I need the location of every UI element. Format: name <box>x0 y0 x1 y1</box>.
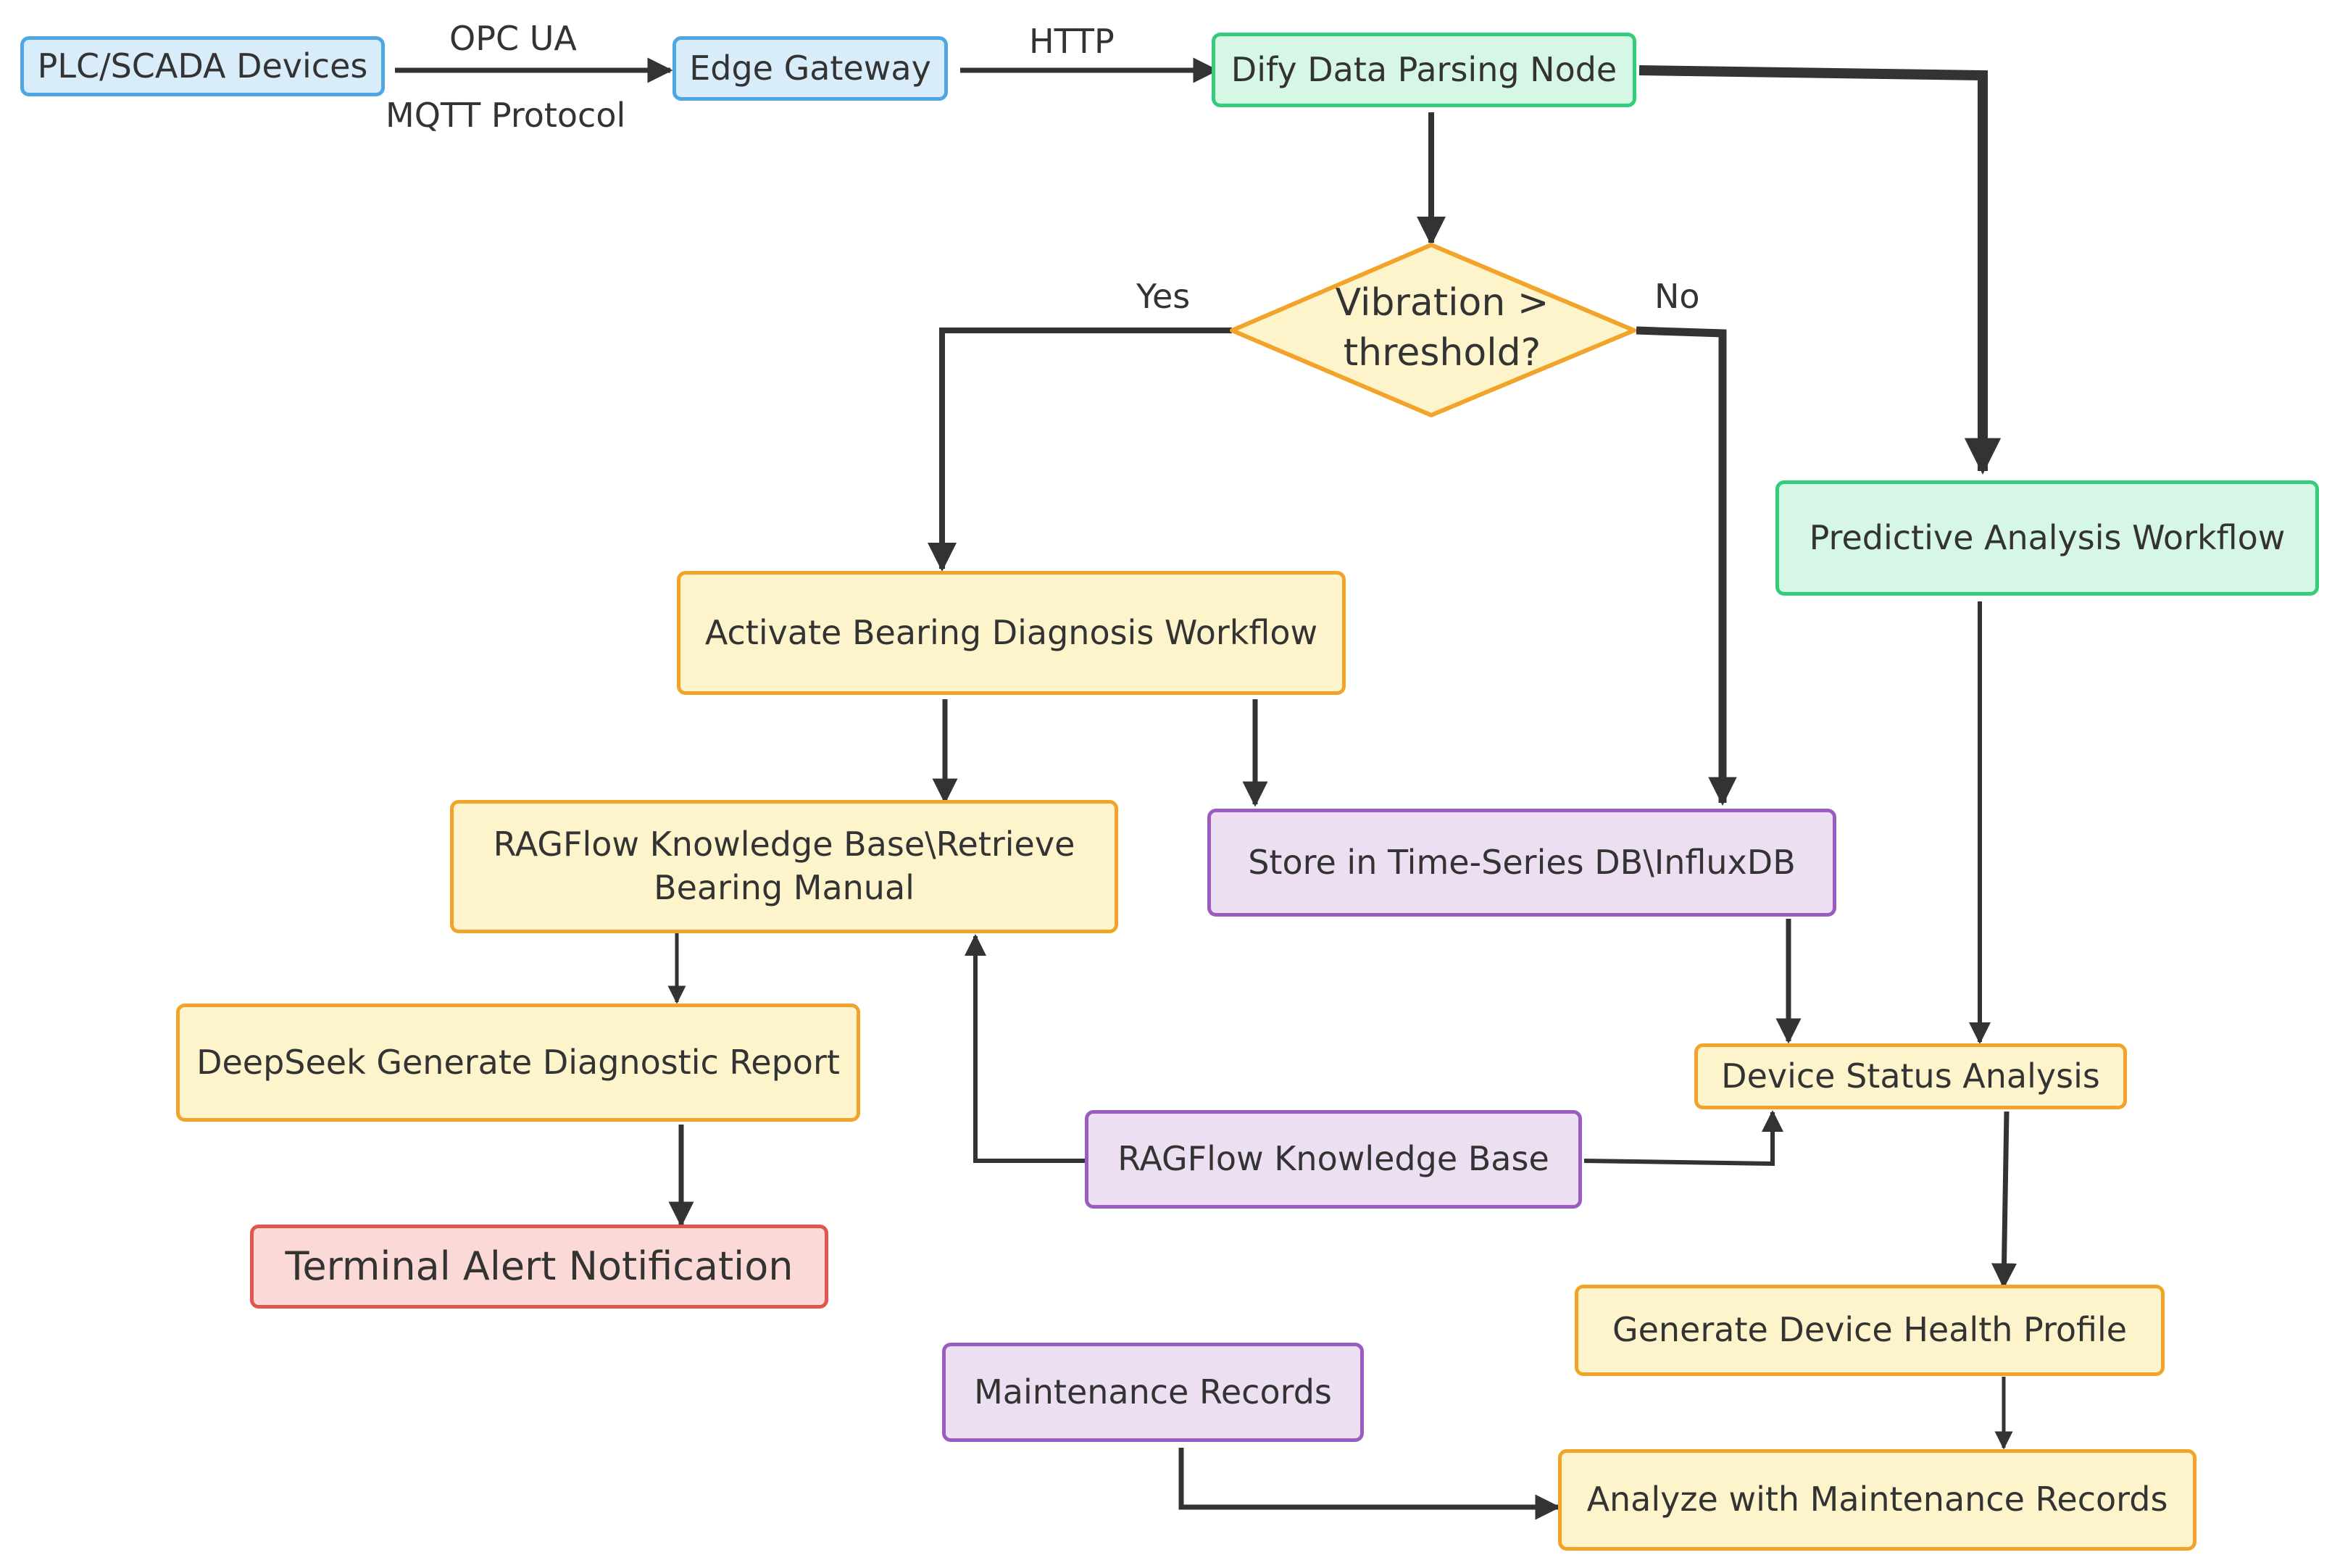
edge-label-mqtt-protocol: MQTT Protocol <box>386 96 626 135</box>
decision-label: Vibration > threshold? <box>1290 278 1594 378</box>
node-generate-health-profile: Generate Device Health Profile <box>1575 1285 2165 1376</box>
edge-label-yes: Yes <box>1136 277 1191 316</box>
edge-label-no: No <box>1654 277 1700 316</box>
edge-kb-to-status <box>1583 1110 1783 1167</box>
node-device-status-analysis: Device Status Analysis <box>1694 1043 2127 1109</box>
node-ragflow-retrieve-manual: RAGFlow Knowledge Base\Retrieve Bearing … <box>450 800 1118 933</box>
node-predictive-analysis-workflow: Predictive Analysis Workflow <box>1775 480 2319 596</box>
node-activate-bearing-diagnosis: Activate Bearing Diagnosis Workflow <box>677 571 1346 695</box>
node-terminal-alert-notification: Terminal Alert Notification <box>250 1225 828 1309</box>
node-store-time-series-db: Store in Time-Series DB\InfluxDB <box>1207 809 1836 917</box>
node-analyze-maintenance-records: Analyze with Maintenance Records <box>1558 1449 2196 1551</box>
node-ragflow-retrieve-line2: Bearing Manual <box>654 868 915 907</box>
edge-maintenance-to-analyze <box>1178 1448 1561 1520</box>
decision-label-line2: threshold? <box>1343 330 1541 375</box>
edge-dify-to-predictive <box>1638 65 2002 475</box>
edge-label-http: HTTP <box>1029 22 1115 61</box>
node-dify-data-parsing: Dify Data Parsing Node <box>1212 33 1636 107</box>
decision-diamond <box>1230 243 1636 417</box>
node-deepseek-diagnostic-report: DeepSeek Generate Diagnostic Report <box>176 1004 860 1122</box>
node-edge-gateway: Edge Gateway <box>672 36 948 101</box>
edge-label-opc-ua: OPC UA <box>449 19 577 58</box>
node-maintenance-records: Maintenance Records <box>942 1343 1364 1442</box>
edge-kb-to-retrieve <box>965 934 1087 1163</box>
node-ragflow-retrieve-line1: RAGFlow Knowledge Base\Retrieve <box>493 825 1075 864</box>
decision-label-line1: Vibration > <box>1335 281 1549 325</box>
node-plc-scada-devices: PLC/SCADA Devices <box>20 36 385 96</box>
edge-decision-no <box>1636 326 1737 806</box>
edge-decision-yes <box>928 328 1232 572</box>
node-ragflow-knowledge-base: RAGFlow Knowledge Base <box>1085 1110 1582 1209</box>
edge-status-to-health <box>1991 1111 2017 1289</box>
